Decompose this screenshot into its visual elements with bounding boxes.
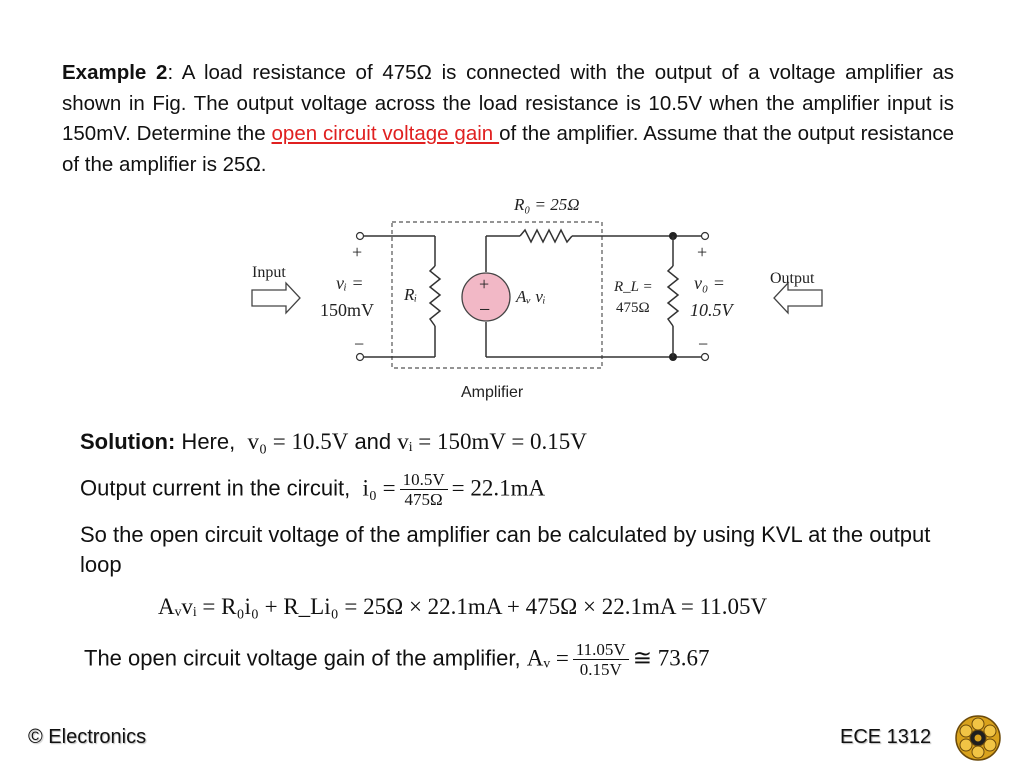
highlight-link[interactable]: open circuit voltage gain [271, 122, 500, 145]
vi-label: vᵢ = [336, 273, 363, 293]
voltage-source [461, 272, 511, 322]
output-label: Output [770, 270, 815, 287]
rl-label: R_L = [613, 279, 653, 295]
gain-numerator: 11.05V [572, 640, 629, 660]
gain-lhs: Aᵥ = [526, 645, 569, 671]
r0-resistor [519, 228, 573, 244]
circuit-diagram: R₀ = 25Ω + − Rᵢ Input vᵢ = 150mV + − Aᵥ … [251, 195, 823, 401]
output-arrow [773, 281, 823, 315]
i0-denominator: 475Ω [404, 490, 443, 509]
rl-value: 475Ω [616, 300, 650, 316]
output-plus: + [697, 242, 707, 262]
i0-rhs: = 22.1mA [451, 475, 546, 501]
output-terminal-top [700, 231, 710, 241]
solution-line-5: The open circuit voltage gain of the amp… [84, 640, 974, 679]
output-minus: − [698, 334, 708, 354]
v0-equation: v₀ = 10.5V [247, 429, 349, 454]
v0-label: v₀ = [694, 273, 725, 293]
gain-rhs: ≅ 73.67 [632, 645, 710, 671]
input-terminal-top [355, 231, 365, 241]
amplifier-box [391, 221, 603, 369]
r0-label: R₀ = 25Ω [513, 195, 580, 214]
solution-heading: Solution: [80, 429, 176, 454]
solution-line-2: Output current in the circuit, i₀ =10.5V… [80, 470, 970, 509]
vi-equation: vᵢ = 150mV = 0.15V [397, 429, 587, 454]
solution-line-1: Solution: Here, v₀ = 10.5V and vᵢ = 150m… [80, 427, 970, 457]
input-minus: − [354, 334, 364, 354]
kvl-equation-line: Aᵥvᵢ = R₀i₀ + R_Li₀ = 25Ω × 22.1mA + 475… [158, 592, 978, 622]
example-label: Example 2 [62, 61, 168, 84]
solution-line-3: So the open circuit voltage of the ampli… [80, 522, 931, 577]
university-logo-icon [955, 715, 1001, 761]
amplifier-label: Amplifier [461, 384, 524, 401]
problem-statement: Example 2: A load resistance of 475Ω is … [62, 58, 954, 180]
v0-value: 10.5V [690, 300, 735, 320]
and-text: and [348, 429, 398, 454]
source-minus: − [479, 299, 490, 321]
output-terminal-bottom [700, 352, 710, 362]
ri-resistor [428, 265, 442, 327]
av-label: Aᵥ vᵢ [515, 287, 546, 306]
i0-lhs: i₀ = [362, 475, 396, 501]
gain-denominator: 0.15V [579, 660, 622, 679]
input-label: Input [252, 264, 286, 281]
kvl-equation: Aᵥvᵢ = R₀i₀ + R_Li₀ = 25Ω × 22.1mA + 475… [158, 594, 768, 619]
i0-numerator: 10.5V [399, 470, 448, 490]
footer-copyright: © Electronics [28, 726, 147, 748]
output-current-text: Output current in the circuit, [80, 475, 351, 501]
footer-course-code: ECE 1312 [840, 726, 932, 748]
input-arrow [251, 281, 301, 315]
ri-label: Rᵢ [403, 285, 417, 304]
problem-text-after: of the amplifier. Assume that the output… [62, 122, 955, 176]
vi-value: 150mV [320, 300, 374, 320]
input-plus: + [352, 242, 362, 262]
gain-text: The open circuit voltage gain of the amp… [84, 645, 521, 671]
problem-text-before: : A load resistance of 475Ω is connected… [62, 61, 954, 145]
input-terminal-bottom [355, 352, 365, 362]
rl-resistor [666, 265, 680, 327]
source-plus: + [479, 274, 489, 294]
solution-here: Here, [175, 429, 236, 454]
